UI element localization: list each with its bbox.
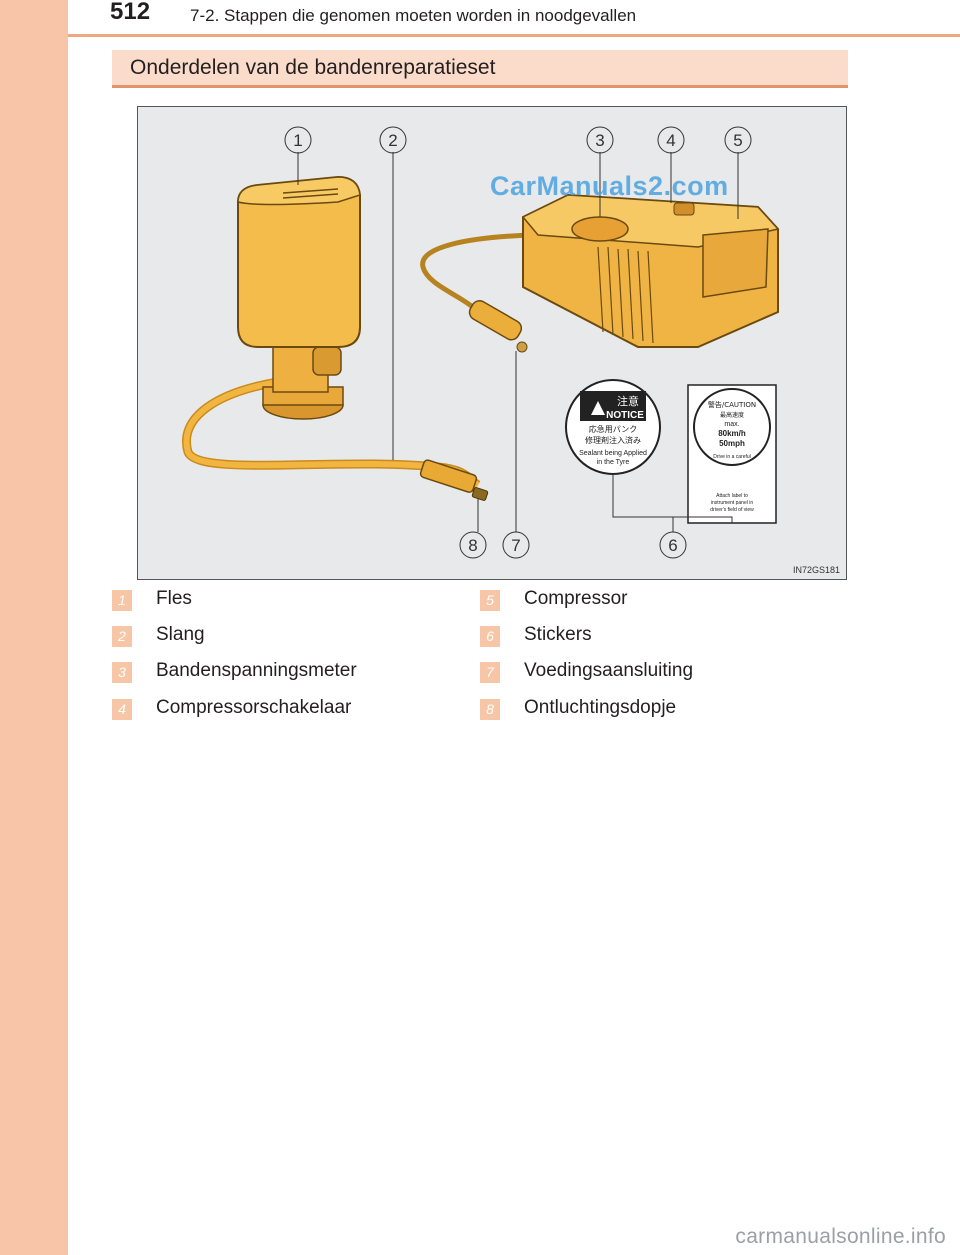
callout-2 (379, 126, 407, 154)
sticker-caution-line3: 80km/h (718, 429, 746, 438)
plug-tip (516, 341, 528, 353)
sticker-caution-circle (693, 388, 771, 466)
figure-code: IN72GS181 (792, 565, 840, 575)
callout-1 (284, 126, 312, 154)
sticker-notice-jp-title: 注意 (617, 394, 639, 408)
warning-triangle-icon (591, 401, 605, 415)
callout-label-2: 2 (388, 131, 397, 150)
callout-7 (502, 531, 530, 559)
legend-number-badge: 6 (480, 626, 500, 647)
bottle-top-groove (282, 188, 339, 194)
sticker-notice-line4: in the Tyre (597, 459, 630, 466)
legend-number-badge: 2 (112, 626, 132, 647)
page-number: 512 (110, 0, 151, 25)
repair-kit-illustration: 注意 NOTICE 応急用パンク 修理剤注入済み Sealant being A… (182, 126, 780, 559)
sticker-caution-header: 警告/CAUTION (708, 400, 756, 409)
legend-number-badge: 5 (480, 590, 500, 611)
cooling-fins (597, 246, 654, 344)
callout-label-1: 1 (293, 131, 302, 150)
legend-number-badge: 8 (480, 699, 500, 720)
callout-6 (659, 531, 687, 559)
bottle-top-groove-2 (282, 193, 339, 199)
sticker-notice-header (580, 391, 646, 421)
legend-number-badge: 7 (480, 662, 500, 683)
legend-label: Bandenspanningsmeter (156, 660, 357, 681)
power-plug (468, 300, 523, 341)
chapter-title: 7-2. Stappen die genomen moeten worden i… (190, 6, 637, 25)
sticker-notice-line1: 応急用パンク (589, 424, 637, 434)
legend-number-badge: 4 (112, 699, 132, 720)
sticker-caution-arc: Drive in a careful (713, 454, 751, 460)
sticker-caution-note2: instrument panel in (711, 500, 753, 506)
sticker-notice-en-title: NOTICE (606, 410, 644, 421)
callout-3 (586, 126, 614, 154)
hose-fitting (419, 459, 478, 493)
side-color-strip (0, 0, 68, 1255)
sticker-notice-line3: Sealant being Applied (579, 450, 647, 457)
bottle-top (237, 176, 361, 206)
sticker-caution-note1: Attach label to (716, 493, 748, 499)
sticker-caution-note3: driver's field of view (710, 507, 754, 513)
legend-label: Slang (156, 624, 205, 645)
legend-label: Voedingsaansluiting (524, 660, 694, 681)
header-divider (68, 34, 960, 37)
valve-cap (471, 487, 489, 501)
repair-kit-figure: 注意 NOTICE 応急用パンク 修理剤注入済み Sealant being A… (137, 106, 847, 580)
callout-5 (724, 126, 752, 154)
sticker-caution-line2: max. (724, 421, 739, 428)
callout-4 (657, 126, 685, 154)
section-heading: Onderdelen van de bandenreparatieset (112, 50, 848, 88)
footer-watermark: carmanualsonline.info (735, 1225, 946, 1248)
legend-number-badge: 1 (112, 590, 132, 611)
callout-label-6: 6 (668, 536, 677, 555)
callout-8 (459, 531, 487, 559)
sticker-caution-line1: 最高速度 (720, 411, 744, 419)
callout-label-5: 5 (733, 131, 742, 150)
callout-label-7: 7 (511, 536, 520, 555)
callout-label-8: 8 (468, 536, 477, 555)
pressure-gauge (571, 216, 629, 242)
legend-label: Compressor (524, 588, 628, 609)
callout-label-4: 4 (666, 131, 675, 150)
callout-circles (284, 126, 752, 559)
section-title: Onderdelen van de bandenreparatieset (130, 56, 496, 79)
compressor-side (702, 228, 769, 298)
legend-label: Ontluchtingsdopje (524, 697, 677, 718)
sticker-notice-line2: 修理剤注入済み (585, 435, 641, 445)
legend-label: Compressorschakelaar (156, 697, 352, 718)
callout-label-3: 3 (595, 131, 604, 150)
bottle-valve (312, 346, 342, 376)
compressor-switch (673, 202, 695, 216)
leader-lines (297, 152, 739, 532)
sticker-caution-line4: 50mph (719, 439, 745, 448)
legend-label: Fles (156, 588, 192, 609)
legend-number-badge: 3 (112, 662, 132, 683)
figure-watermark: CarManuals2.com (490, 171, 729, 201)
power-cord (420, 232, 534, 319)
legend-label: Stickers (524, 624, 592, 645)
